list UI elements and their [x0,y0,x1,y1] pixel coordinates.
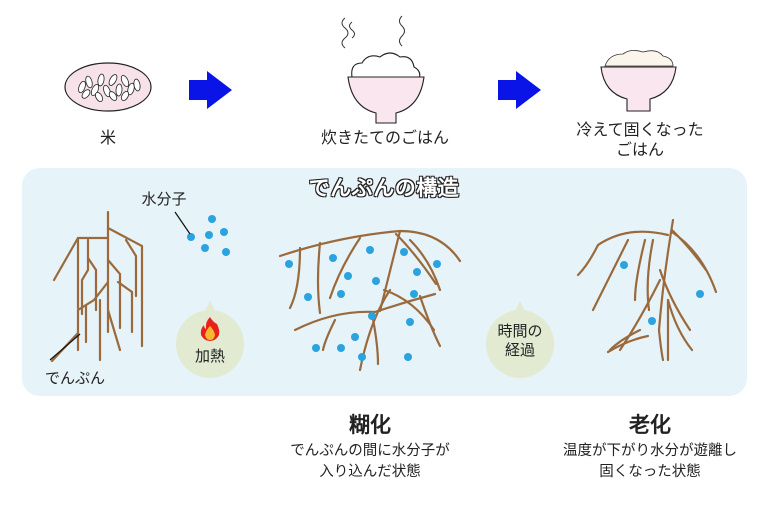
gelatinization-description: でんぷんの間に水分子が 入り込んだ状態 [250,441,490,483]
cooked-rice-bowl-icon [341,15,425,124]
panel-title: でんぷんの構造 [308,175,460,200]
cooled-rice-label-line2: ごはん [615,140,664,159]
time-bubble: 時間の 経過 [486,301,554,378]
water-molecules-released [620,261,704,325]
water-molecules-in-starch [285,246,441,361]
raw-starch-icon [50,210,144,363]
fire-icon [200,317,220,341]
gelatinization-desc-line1: でんぷんの間に水分子が [290,443,450,459]
cooled-rice-label: 冷えて固くなった ごはん [545,120,735,160]
rice-dish-icon [64,62,152,112]
water-molecules [187,215,230,256]
gelatinization-title: 糊化 [349,413,391,437]
cooled-rice-label-line1: 冷えて固くなった [576,120,704,139]
arrow-right-icon [189,71,232,109]
starch-label: でんぷん [44,369,105,387]
rice-label: 米 [99,128,116,147]
gelatinized-starch-icon [278,229,462,372]
heat-bubble: 加熱 [176,301,244,378]
cooked-rice-label: 炊きたてのごはん [320,128,449,147]
gelatinization-desc-line2: 入り込んだ状態 [319,464,421,480]
heat-label: 加熱 [194,347,225,365]
time-label-line2: 経過 [504,341,535,359]
retrogradation-title: 老化 [629,413,671,437]
retrogradation-desc-line1: 温度が下がり水分が遊離し [563,443,737,459]
time-label-line1: 時間の [497,322,543,340]
retrogradation-desc-line2: 固くなった状態 [599,464,701,480]
retrograded-starch-icon [576,218,718,362]
water-molecule-label: 水分子 [141,190,187,208]
arrow-right-icon [498,71,541,109]
cooled-rice-bowl-icon [600,50,677,112]
retrogradation-description: 温度が下がり水分が遊離し 固くなった状態 [520,441,768,483]
starch-pointer-line [49,333,81,361]
water-pointer-line [174,211,191,235]
